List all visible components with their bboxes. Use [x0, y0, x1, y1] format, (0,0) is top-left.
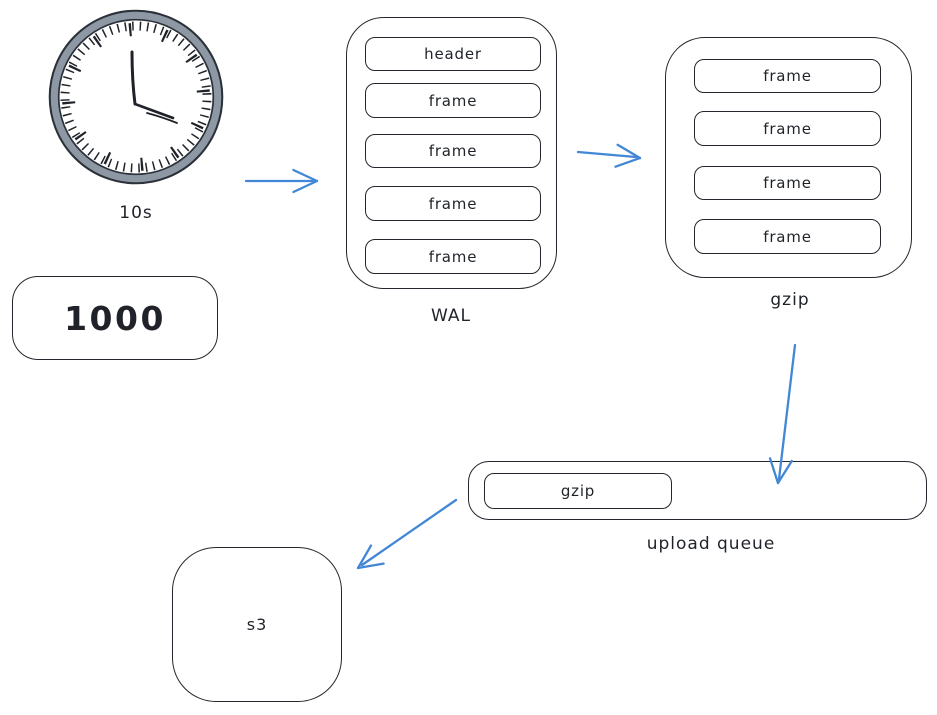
gzip-slot: frame: [694, 111, 881, 146]
wal-slot: frame: [365, 134, 541, 168]
wal-slot-label: frame: [428, 247, 478, 266]
wal-slot-label: frame: [428, 91, 478, 110]
wal-slot-label: header: [424, 45, 482, 63]
arrow-clock-to-wal: [244, 168, 319, 194]
wal-container: header frame frame frame frame: [346, 17, 557, 289]
wal-slot: frame: [365, 239, 541, 274]
wal-slot: header: [365, 37, 541, 71]
wal-slot-label: frame: [428, 142, 478, 160]
gzip-slot: frame: [694, 166, 881, 200]
s3-box: s3: [172, 547, 342, 702]
arrow-wal-to-gzip: [576, 143, 642, 168]
gzip-slot-label: frame: [763, 67, 812, 85]
batch-count-box: 1000: [12, 276, 218, 360]
gzip-slot-label: frame: [763, 174, 812, 192]
batch-count-value: 1000: [64, 298, 166, 338]
upload-queue-item-label: gzip: [560, 482, 596, 500]
wal-slot: frame: [365, 186, 541, 221]
arrow-upload-queue-to-s3: [356, 498, 458, 570]
upload-queue-label: upload queue: [646, 534, 776, 554]
clock-label: 10s: [119, 203, 153, 223]
gzip-slot: frame: [694, 219, 881, 254]
s3-label: s3: [246, 615, 268, 634]
upload-queue-item: gzip: [484, 473, 672, 509]
upload-queue: gzip: [468, 461, 927, 520]
gzip-container: frame frame frame frame: [665, 37, 912, 278]
wal-label: WAL: [431, 306, 471, 326]
clock-icon: [48, 9, 224, 185]
wal-slot-label: frame: [428, 194, 478, 213]
wal-slot: frame: [365, 83, 541, 118]
gzip-slot-label: frame: [763, 119, 812, 138]
gzip-group-label: gzip: [770, 290, 810, 310]
gzip-slot-label: frame: [763, 227, 812, 246]
gzip-slot: frame: [694, 59, 881, 93]
